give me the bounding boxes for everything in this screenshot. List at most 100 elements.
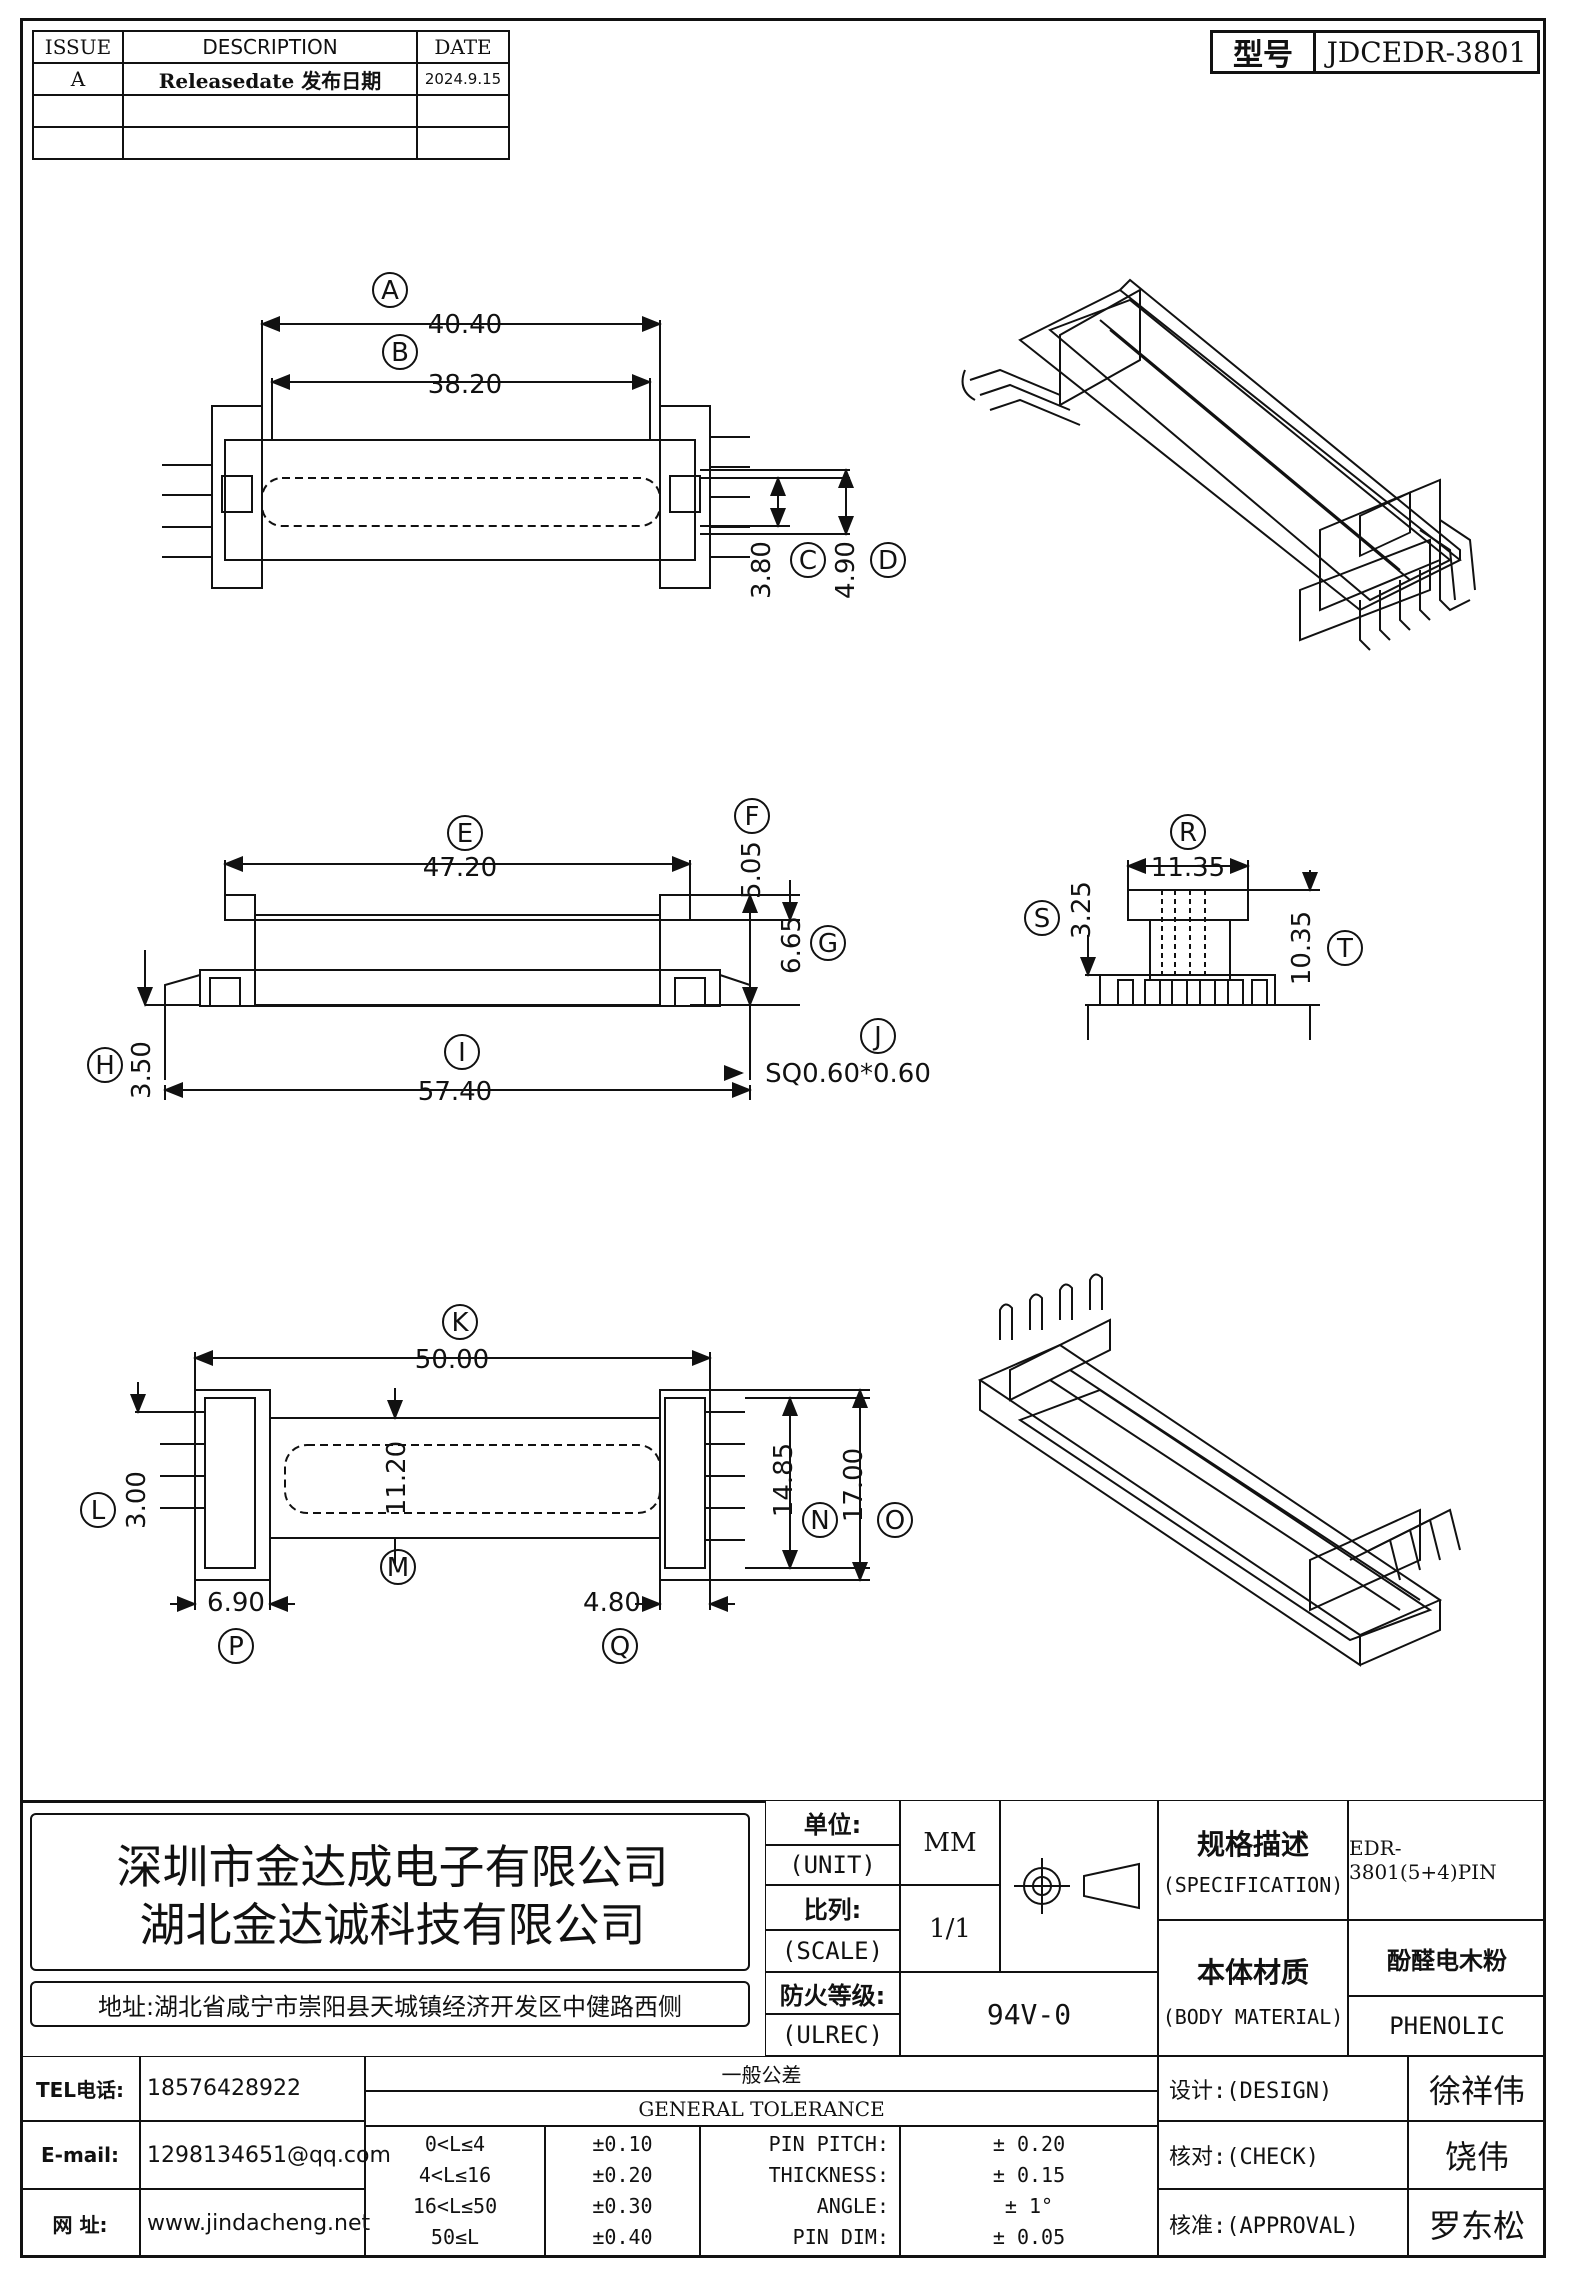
label-p: P — [228, 1632, 244, 1662]
tolerance-value: ±0.40 — [592, 2225, 653, 2249]
pin-tolerance-value: ± 1° — [1004, 2194, 1054, 2218]
dim-d-value: 4.90 — [831, 541, 861, 599]
dim-e-value: 47.20 — [423, 853, 497, 883]
approval-signature: 罗东松 — [1408, 2189, 1546, 2258]
label-g: G — [818, 929, 838, 959]
label-j: J — [872, 1022, 882, 1052]
label-e: E — [457, 819, 473, 849]
dim-i-value: 57.40 — [418, 1077, 492, 1107]
label-o-circle — [877, 1502, 913, 1538]
dim-j-value: SQ0.60*0.60 — [765, 1059, 931, 1089]
label-g-circle — [810, 925, 846, 961]
revision-row — [32, 126, 510, 160]
tolerance-ranges: 0<L≤4 4<L≤16 16<L≤50 50≤L — [365, 2126, 545, 2258]
tolerance-title-en: GENERAL TOLERANCE — [365, 2091, 1158, 2126]
label-a: A — [381, 276, 399, 306]
label-c-circle — [790, 542, 826, 578]
tolerance-range: 16<L≤50 — [412, 2194, 498, 2218]
label-r: R — [1179, 818, 1197, 848]
tolerance-value: ±0.30 — [592, 2194, 653, 2218]
label-m-circle — [380, 1549, 416, 1585]
label-k-circle — [442, 1304, 478, 1340]
date-header: DATE — [416, 30, 510, 64]
label-r-circle — [1170, 814, 1206, 850]
label-b-circle — [382, 334, 418, 370]
label-q-circle — [602, 1628, 638, 1664]
model-value: JDCEDR-3801 — [1326, 35, 1527, 69]
dim-g-value: 6.65 — [777, 916, 807, 974]
material-label-cn: 本体材质 — [1196, 1956, 1309, 1989]
label-n: N — [810, 1506, 829, 1536]
side-view — [87, 798, 896, 1100]
date-cell — [416, 126, 510, 160]
issue-cell: A — [32, 62, 124, 96]
revision-header-row: ISSUE DESCRIPTION DATE — [32, 30, 510, 64]
pin-tolerance-label: ANGLE: — [816, 2194, 889, 2218]
pin-tolerance-label: PIN DIM: — [792, 2225, 889, 2249]
top-view — [162, 272, 906, 589]
pin-tolerance-labels: PIN PITCH: THICKNESS: ANGLE: PIN DIM: — [700, 2126, 900, 2258]
unit-label-cn: 单位: — [765, 1800, 900, 1845]
tolerance-range: 4<L≤16 — [418, 2163, 492, 2187]
label-o: O — [885, 1506, 905, 1536]
dim-a-value: 40.40 — [428, 310, 502, 340]
company-address: 地址:湖北省咸宁市崇阳县天城镇经济开发区中健路西侧 — [30, 1981, 750, 2027]
label-a-circle — [372, 272, 408, 308]
label-d: D — [878, 546, 898, 576]
label-b: B — [391, 338, 409, 368]
spec-label-cell: 规格描述 (SPECIFICATION) — [1158, 1800, 1348, 1920]
label-s-circle — [1024, 900, 1060, 936]
label-h-circle — [87, 1047, 123, 1083]
model-box: 型号 JDCEDR-3801 — [1210, 30, 1540, 74]
projection-symbol — [1000, 1800, 1158, 1972]
pin-tolerance-value: ± 0.20 — [992, 2132, 1066, 2156]
tolerance-values: ±0.10 ±0.20 ±0.30 ±0.40 — [545, 2126, 700, 2258]
dim-f-value: 5.05 — [737, 841, 767, 899]
pin-tolerance-value: ± 0.05 — [992, 2225, 1066, 2249]
model-label: 型号 — [1213, 33, 1316, 73]
drawing-frame — [20, 18, 1546, 2258]
revision-row — [32, 94, 510, 128]
tolerance-title-cn: 一般公差 — [365, 2056, 1158, 2091]
dim-r-value: 11.35 — [1151, 853, 1225, 883]
scale-label-cn: 比列: — [765, 1885, 900, 1930]
revision-table: ISSUE DESCRIPTION DATE A Releasedate 发布日… — [32, 30, 510, 160]
label-t: T — [1336, 934, 1353, 964]
tolerance-range: 0<L≤4 — [424, 2132, 486, 2156]
spec-label-cn: 规格描述 — [1196, 1828, 1309, 1861]
web-label: 网 址: — [20, 2189, 140, 2258]
pin-tolerance-label: THICKNESS: — [768, 2163, 889, 2187]
description-header: DESCRIPTION — [122, 30, 418, 64]
label-c: C — [799, 546, 817, 576]
check-label: 核对:(CHECK) — [1158, 2121, 1408, 2189]
title-block: 深圳市金达成电子有限公司 湖北金达诚科技有限公司 地址:湖北省咸宁市崇阳县天城镇… — [20, 1800, 1546, 2258]
dim-m-value: 11.20 — [382, 1441, 412, 1515]
pin-tolerance-values: ± 0.20 ± 0.15 ± 1° ± 0.05 — [900, 2126, 1158, 2258]
pin-tolerance-value: ± 0.15 — [992, 2163, 1066, 2187]
technical-drawing: A 40.40 B 38.20 3.80 C 4.90 D E 47.20 F … — [80, 272, 1476, 1667]
label-i-circle — [444, 1034, 480, 1070]
material-value-en: PHENOLIC — [1348, 1996, 1546, 2056]
dim-h-value: 3.50 — [127, 1041, 157, 1099]
tel-value: 18576428922 — [140, 2056, 365, 2121]
label-s: S — [1034, 904, 1051, 934]
company-name-1: 深圳市金达成电子有限公司 — [116, 1840, 669, 1894]
revision-row: A Releasedate 发布日期 2024.9.15 — [32, 62, 510, 96]
dim-n-value: 14.85 — [769, 1443, 799, 1517]
projection-icon — [1014, 1858, 1140, 1914]
tolerance-value: ±0.10 — [592, 2132, 653, 2156]
material-value-cn: 酚醛电木粉 — [1348, 1920, 1546, 1996]
email-value: 1298134651@qq.com — [140, 2121, 391, 2189]
label-f-circle — [734, 798, 770, 834]
label-t-circle — [1327, 930, 1363, 966]
flame-label-en: (ULREC) — [765, 2014, 900, 2056]
label-l-circle — [80, 1492, 116, 1528]
dim-p-value: 6.90 — [207, 1588, 265, 1618]
dim-c-value: 3.80 — [747, 541, 777, 599]
label-m: M — [387, 1553, 409, 1583]
label-l: L — [91, 1496, 106, 1526]
label-h: H — [95, 1051, 115, 1081]
label-e-circle — [447, 815, 483, 851]
issue-header: ISSUE — [32, 30, 124, 64]
flame-value: 94V-0 — [900, 1972, 1158, 2056]
